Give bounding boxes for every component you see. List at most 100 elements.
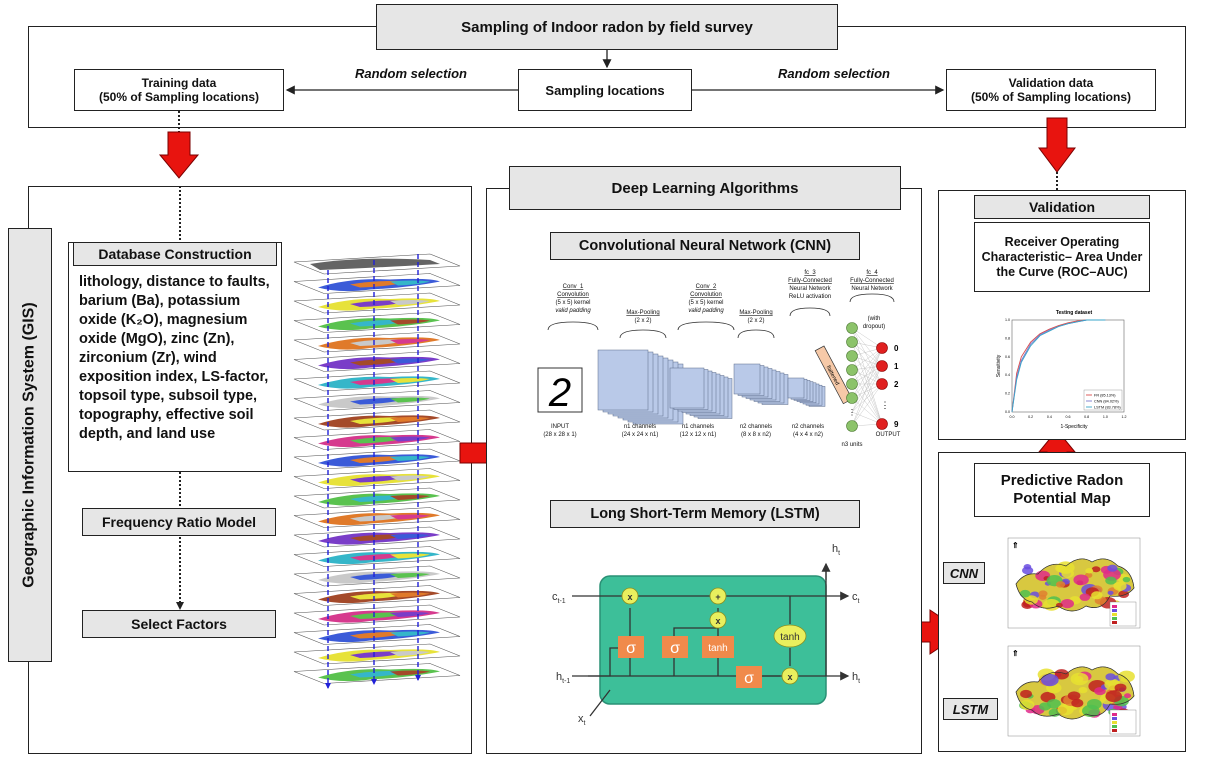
roc-xtick: 0.2 bbox=[1028, 415, 1033, 419]
roc-xtick: 1.2 bbox=[1122, 415, 1127, 419]
svg-text:⋮: ⋮ bbox=[881, 400, 890, 410]
sampling-locations-label: Sampling locations bbox=[545, 82, 665, 98]
cnn-featuremaps bbox=[597, 349, 826, 425]
cnn-n2b-2: (4 x 4 x n2) bbox=[793, 432, 823, 438]
cnn-pool2-line1: Max-Pooling bbox=[739, 310, 772, 316]
gis-layer bbox=[293, 526, 461, 548]
cnn-output-node bbox=[876, 342, 888, 354]
svg-text:ht: ht bbox=[832, 543, 840, 557]
map-patch bbox=[1057, 703, 1074, 716]
lstm-mult-1: x bbox=[627, 592, 632, 602]
roc-auc-text: Receiver Operating Characteristic– Area … bbox=[981, 234, 1143, 279]
select-factors-box: Select Factors bbox=[82, 610, 276, 638]
map-patch bbox=[1113, 581, 1127, 591]
lstm-tanh-gate bbox=[702, 636, 734, 658]
roc-chart-title: Testing dataset bbox=[1056, 310, 1093, 316]
sampling-locations-box: Sampling locations bbox=[518, 69, 692, 111]
cnn-pool1-line2: (2 x 2) bbox=[634, 318, 651, 324]
svg-text:⇑: ⇑ bbox=[1012, 541, 1019, 550]
cnn-n1a-2: (24 x 24 x n1) bbox=[622, 432, 659, 438]
roc-legend-label: LSTM (83.78%) bbox=[1094, 405, 1121, 409]
roc-ylabel: Sensitivity bbox=[996, 354, 1002, 377]
validation-title-box: Validation bbox=[974, 195, 1150, 219]
cnn-fc3-line1: fc_3 bbox=[804, 270, 816, 276]
map-patch bbox=[1105, 576, 1117, 585]
cnn-fc3-line2: Fully-Connected bbox=[788, 278, 832, 284]
cnn-conv2-line1: Conv_2 bbox=[696, 284, 717, 290]
map-patch bbox=[1019, 589, 1031, 598]
map-patch bbox=[1085, 568, 1094, 574]
roc-ytick: 0.2 bbox=[1005, 392, 1010, 396]
cnn-dropout-line2: dropout) bbox=[863, 324, 885, 330]
map-patch bbox=[1041, 673, 1059, 687]
cnn-feature-map bbox=[597, 349, 649, 411]
roc-ytick: 1.0 bbox=[1005, 318, 1010, 322]
lstm-input-gate bbox=[662, 636, 688, 658]
gis-layer bbox=[293, 663, 461, 684]
roc-series-line bbox=[1011, 319, 1106, 413]
red-arrow-right bbox=[1038, 117, 1076, 173]
lstm-map-label: LSTM bbox=[943, 698, 998, 720]
random-selection-left: Random selection bbox=[355, 66, 467, 81]
lstm-c-next-sub: t bbox=[858, 598, 860, 605]
cnn-n2a-1: n2 channels bbox=[740, 424, 772, 430]
map-patch bbox=[1107, 564, 1118, 572]
cnn-fc4-line2: Fully-Connected bbox=[850, 278, 894, 284]
lstm-h-top: h bbox=[832, 543, 838, 555]
cnn-hidden-node bbox=[846, 392, 858, 404]
roc-chart: Testing dataset 1-Specificity Sensitivit… bbox=[996, 310, 1127, 430]
map-patch bbox=[1091, 591, 1103, 600]
red-arrow-left bbox=[158, 131, 200, 179]
gis-vertical-box: Geographic Information System (GIS) bbox=[8, 228, 52, 662]
validation-data-sub: (50% of Sampling locations) bbox=[970, 90, 1132, 104]
training-data-label: Training data bbox=[141, 76, 217, 90]
cnn-map-label: CNN bbox=[943, 562, 985, 584]
roc-xtick: 0.8 bbox=[1084, 415, 1089, 419]
svg-text:ht-1: ht-1 bbox=[556, 671, 570, 685]
validation-data-label: Validation data bbox=[1008, 76, 1094, 90]
cnn-output-value: 0 bbox=[894, 344, 899, 353]
training-data-box: Training data (50% of Sampling locations… bbox=[74, 69, 284, 111]
cnn-conv2-line3: (5 x 5) kernel bbox=[688, 300, 723, 306]
roc-xtick: 1.0 bbox=[1103, 415, 1108, 419]
map-patch bbox=[1105, 690, 1123, 703]
svg-text:ht: ht bbox=[852, 671, 860, 685]
lstm-c-prev: c bbox=[552, 591, 558, 603]
cnn-output-value: 1 bbox=[894, 362, 899, 371]
map-patch bbox=[1054, 669, 1070, 680]
map-patch bbox=[1038, 590, 1048, 597]
lstm-diagram: σ σ σ tanh x + x x tanh ct-1 ct ht-1 ht … bbox=[552, 543, 860, 727]
cnn-hidden-node bbox=[846, 336, 858, 348]
lstm-h-prev-sub: t-1 bbox=[562, 678, 570, 685]
map-patch bbox=[1071, 698, 1084, 708]
lstm-x-in-sub: t bbox=[584, 720, 586, 727]
gis-layer bbox=[293, 351, 461, 372]
map-patch bbox=[1055, 581, 1066, 588]
top-connectors bbox=[158, 50, 1076, 190]
cnn-fc3-line4: ReLU activation bbox=[789, 294, 831, 300]
lstm-forget-gate bbox=[618, 636, 644, 658]
map-patch bbox=[1114, 683, 1127, 692]
map-patch bbox=[1070, 672, 1089, 686]
cnn-input-label-2: (28 x 28 x 1) bbox=[543, 432, 576, 438]
roc-xlabel: 1-Specificity bbox=[1061, 424, 1088, 430]
cnn-n2a-2: (8 x 8 x n2) bbox=[741, 432, 771, 438]
map-patch bbox=[1107, 590, 1114, 595]
map-patch bbox=[1118, 670, 1135, 683]
map-patch bbox=[1118, 590, 1130, 599]
cnn-hidden-node bbox=[846, 322, 858, 334]
factors-list: lithology, distance to faults, barium (B… bbox=[79, 274, 270, 442]
cnn-pool1-line1: Max-Pooling bbox=[626, 310, 659, 316]
sampling-title-box: Sampling of Indoor radon by field survey bbox=[376, 4, 838, 50]
cnn-output-label: OUTPUT bbox=[876, 432, 901, 438]
cnn-hidden-node bbox=[846, 350, 858, 362]
lstm-sigma-3: σ bbox=[744, 670, 754, 687]
lstm-output-gate bbox=[736, 666, 762, 688]
map-patch bbox=[1091, 566, 1101, 573]
cnn-n1a-1: n1 channels bbox=[624, 424, 656, 430]
cnn-radon-map: ⇑ bbox=[1007, 537, 1141, 629]
map-patch bbox=[1122, 576, 1131, 583]
cnn-output-node bbox=[876, 418, 888, 430]
cnn-input-label-1: INPUT bbox=[551, 424, 569, 430]
cnn-conv2-line2: Convolution bbox=[690, 292, 722, 298]
